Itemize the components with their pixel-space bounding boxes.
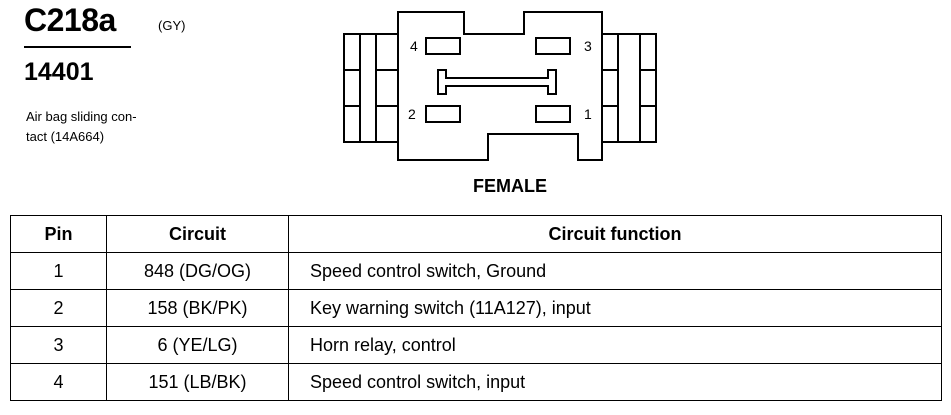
cell-pin: 3 bbox=[10, 326, 107, 364]
connector-id: C218a bbox=[24, 2, 116, 38]
table-row: 3 6 (YE/LG) Horn relay, control bbox=[10, 326, 942, 364]
cell-function: Horn relay, control bbox=[288, 326, 942, 364]
pin-label-1: 1 bbox=[584, 106, 592, 122]
table-row: 4 151 (LB/BK) Speed control switch, inpu… bbox=[10, 363, 942, 401]
table-header-row: Pin Circuit Circuit function bbox=[10, 215, 942, 253]
table-row: 1 848 (DG/OG) Speed control switch, Grou… bbox=[10, 252, 942, 290]
description-line-1: Air bag sliding con- bbox=[26, 109, 137, 124]
cavity-pin-4 bbox=[425, 37, 461, 55]
cell-circuit: 151 (LB/BK) bbox=[106, 363, 289, 401]
cell-circuit: 848 (DG/OG) bbox=[106, 252, 289, 290]
right-latch-ribs bbox=[602, 33, 657, 143]
connector-description: Air bag sliding con- tact (14A664) bbox=[26, 107, 196, 147]
cell-function: Key warning switch (11A127), input bbox=[288, 289, 942, 327]
description-line-2: tact (14A664) bbox=[26, 129, 105, 144]
pin-table: Pin Circuit Circuit function 1 848 (DG/O… bbox=[10, 215, 942, 401]
header-circuit: Circuit bbox=[106, 215, 289, 253]
header-circuit-function: Circuit function bbox=[288, 215, 942, 253]
cell-pin: 1 bbox=[10, 252, 107, 290]
cell-circuit: 6 (YE/LG) bbox=[106, 326, 289, 364]
cavity-pin-2 bbox=[425, 105, 461, 123]
left-latch-ribs bbox=[343, 33, 398, 143]
part-number: 14401 bbox=[24, 58, 94, 86]
pin-label-4: 4 bbox=[410, 38, 418, 54]
title-underline bbox=[24, 46, 131, 48]
cell-function: Speed control switch, Ground bbox=[288, 252, 942, 290]
cell-circuit: 158 (BK/PK) bbox=[106, 289, 289, 327]
color-code: (GY) bbox=[158, 18, 186, 33]
pin-label-2: 2 bbox=[408, 106, 416, 122]
pin-label-3: 3 bbox=[584, 38, 592, 54]
center-key-rib bbox=[437, 69, 557, 95]
cell-pin: 4 bbox=[10, 363, 107, 401]
cavity-pin-1 bbox=[535, 105, 571, 123]
cell-function: Speed control switch, input bbox=[288, 363, 942, 401]
header-pin: Pin bbox=[10, 215, 107, 253]
cavity-pin-3 bbox=[535, 37, 571, 55]
gender-label: FEMALE bbox=[473, 176, 547, 196]
cell-pin: 2 bbox=[10, 289, 107, 327]
connector-face-diagram: 4 3 2 1 bbox=[343, 11, 657, 161]
connector-housing-outline bbox=[397, 11, 603, 161]
table-row: 2 158 (BK/PK) Key warning switch (11A127… bbox=[10, 289, 942, 327]
